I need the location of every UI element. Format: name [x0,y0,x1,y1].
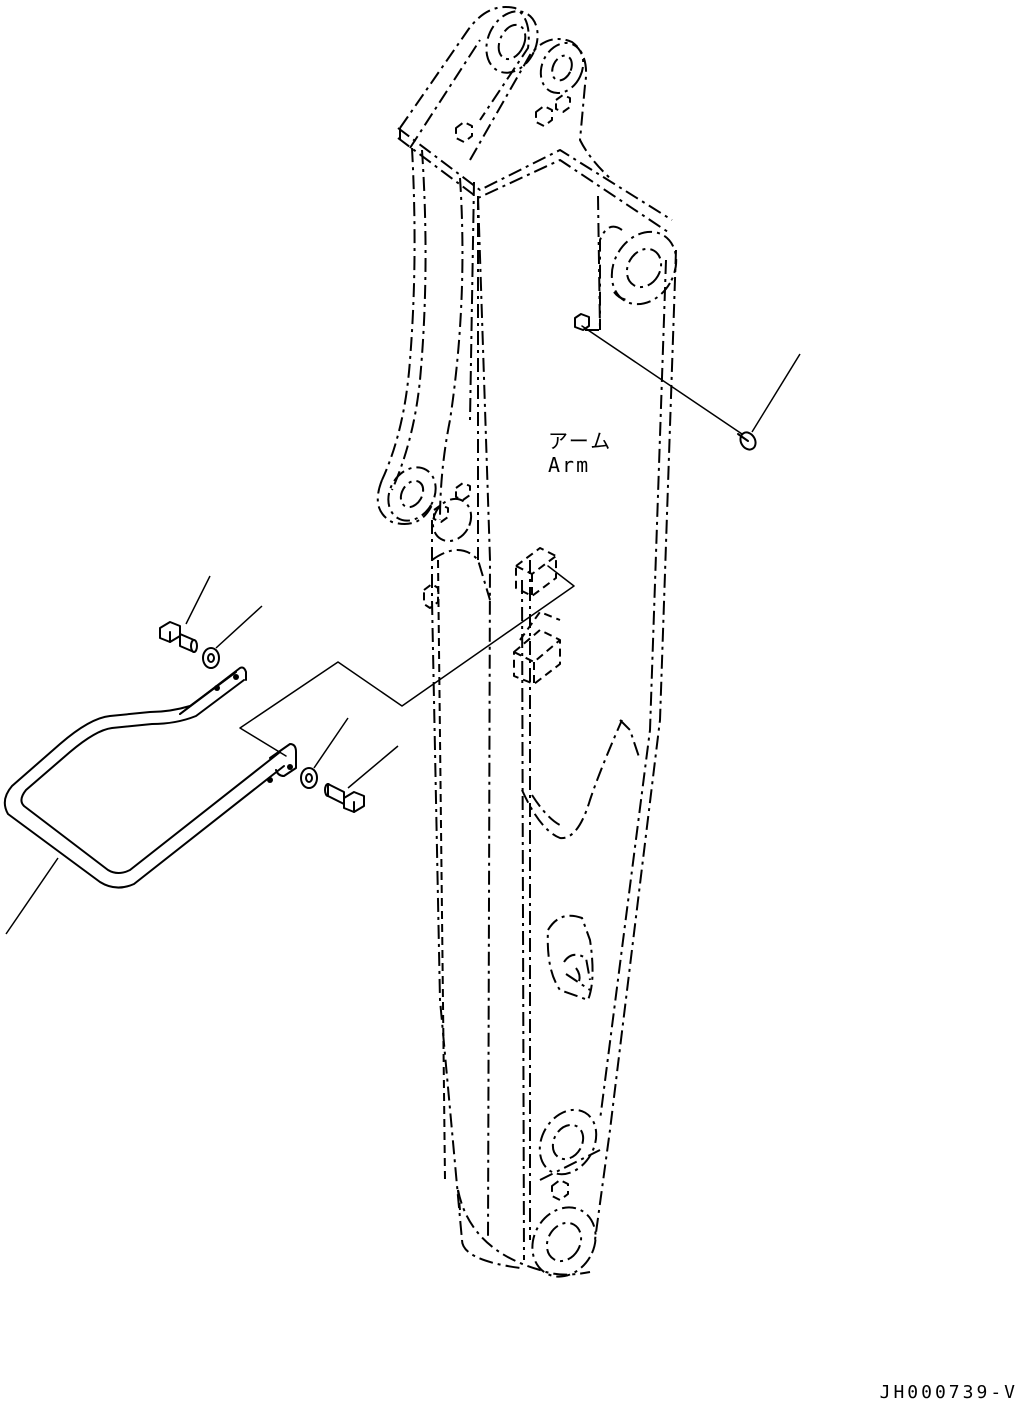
arm-outline [376,6,677,1276]
bolt-lower [324,783,365,813]
handrail-assembly [3,666,297,889]
arm-label-jp: アーム [548,429,612,453]
arm-pin-part [574,313,757,451]
arm-mid-pin-boss [387,466,473,543]
leader-line-bolt-lower [347,745,399,789]
arm-top-right-pin-boss [610,230,678,306]
leader-line-pin [751,353,801,433]
handrail-bolt-hole-icon [214,685,220,691]
bolt-upper [159,621,198,653]
leader-line-washer-lower [313,717,349,769]
arm-label-en: Arm [548,453,590,477]
washer-lower [300,767,318,789]
washer-upper [202,647,220,669]
handrail-bolt-hole-icon [267,777,273,783]
leader-line-washer-upper [215,605,263,649]
assembly-reference-line [239,565,575,757]
leader-line-bolt-upper [185,575,211,625]
handrail-bolt-hole-icon [287,764,293,770]
arm-top-pin-boss [485,10,585,95]
handrail-mount-brackets [423,547,561,685]
arm-lower-pin-bosses [531,1108,598,1278]
leader-line-handrail [5,857,59,935]
handrail-bolt-hole-icon [233,674,239,680]
arm-lower-hook-bracket [546,914,594,1001]
drawing-code: JH000739-V [880,1382,1018,1403]
